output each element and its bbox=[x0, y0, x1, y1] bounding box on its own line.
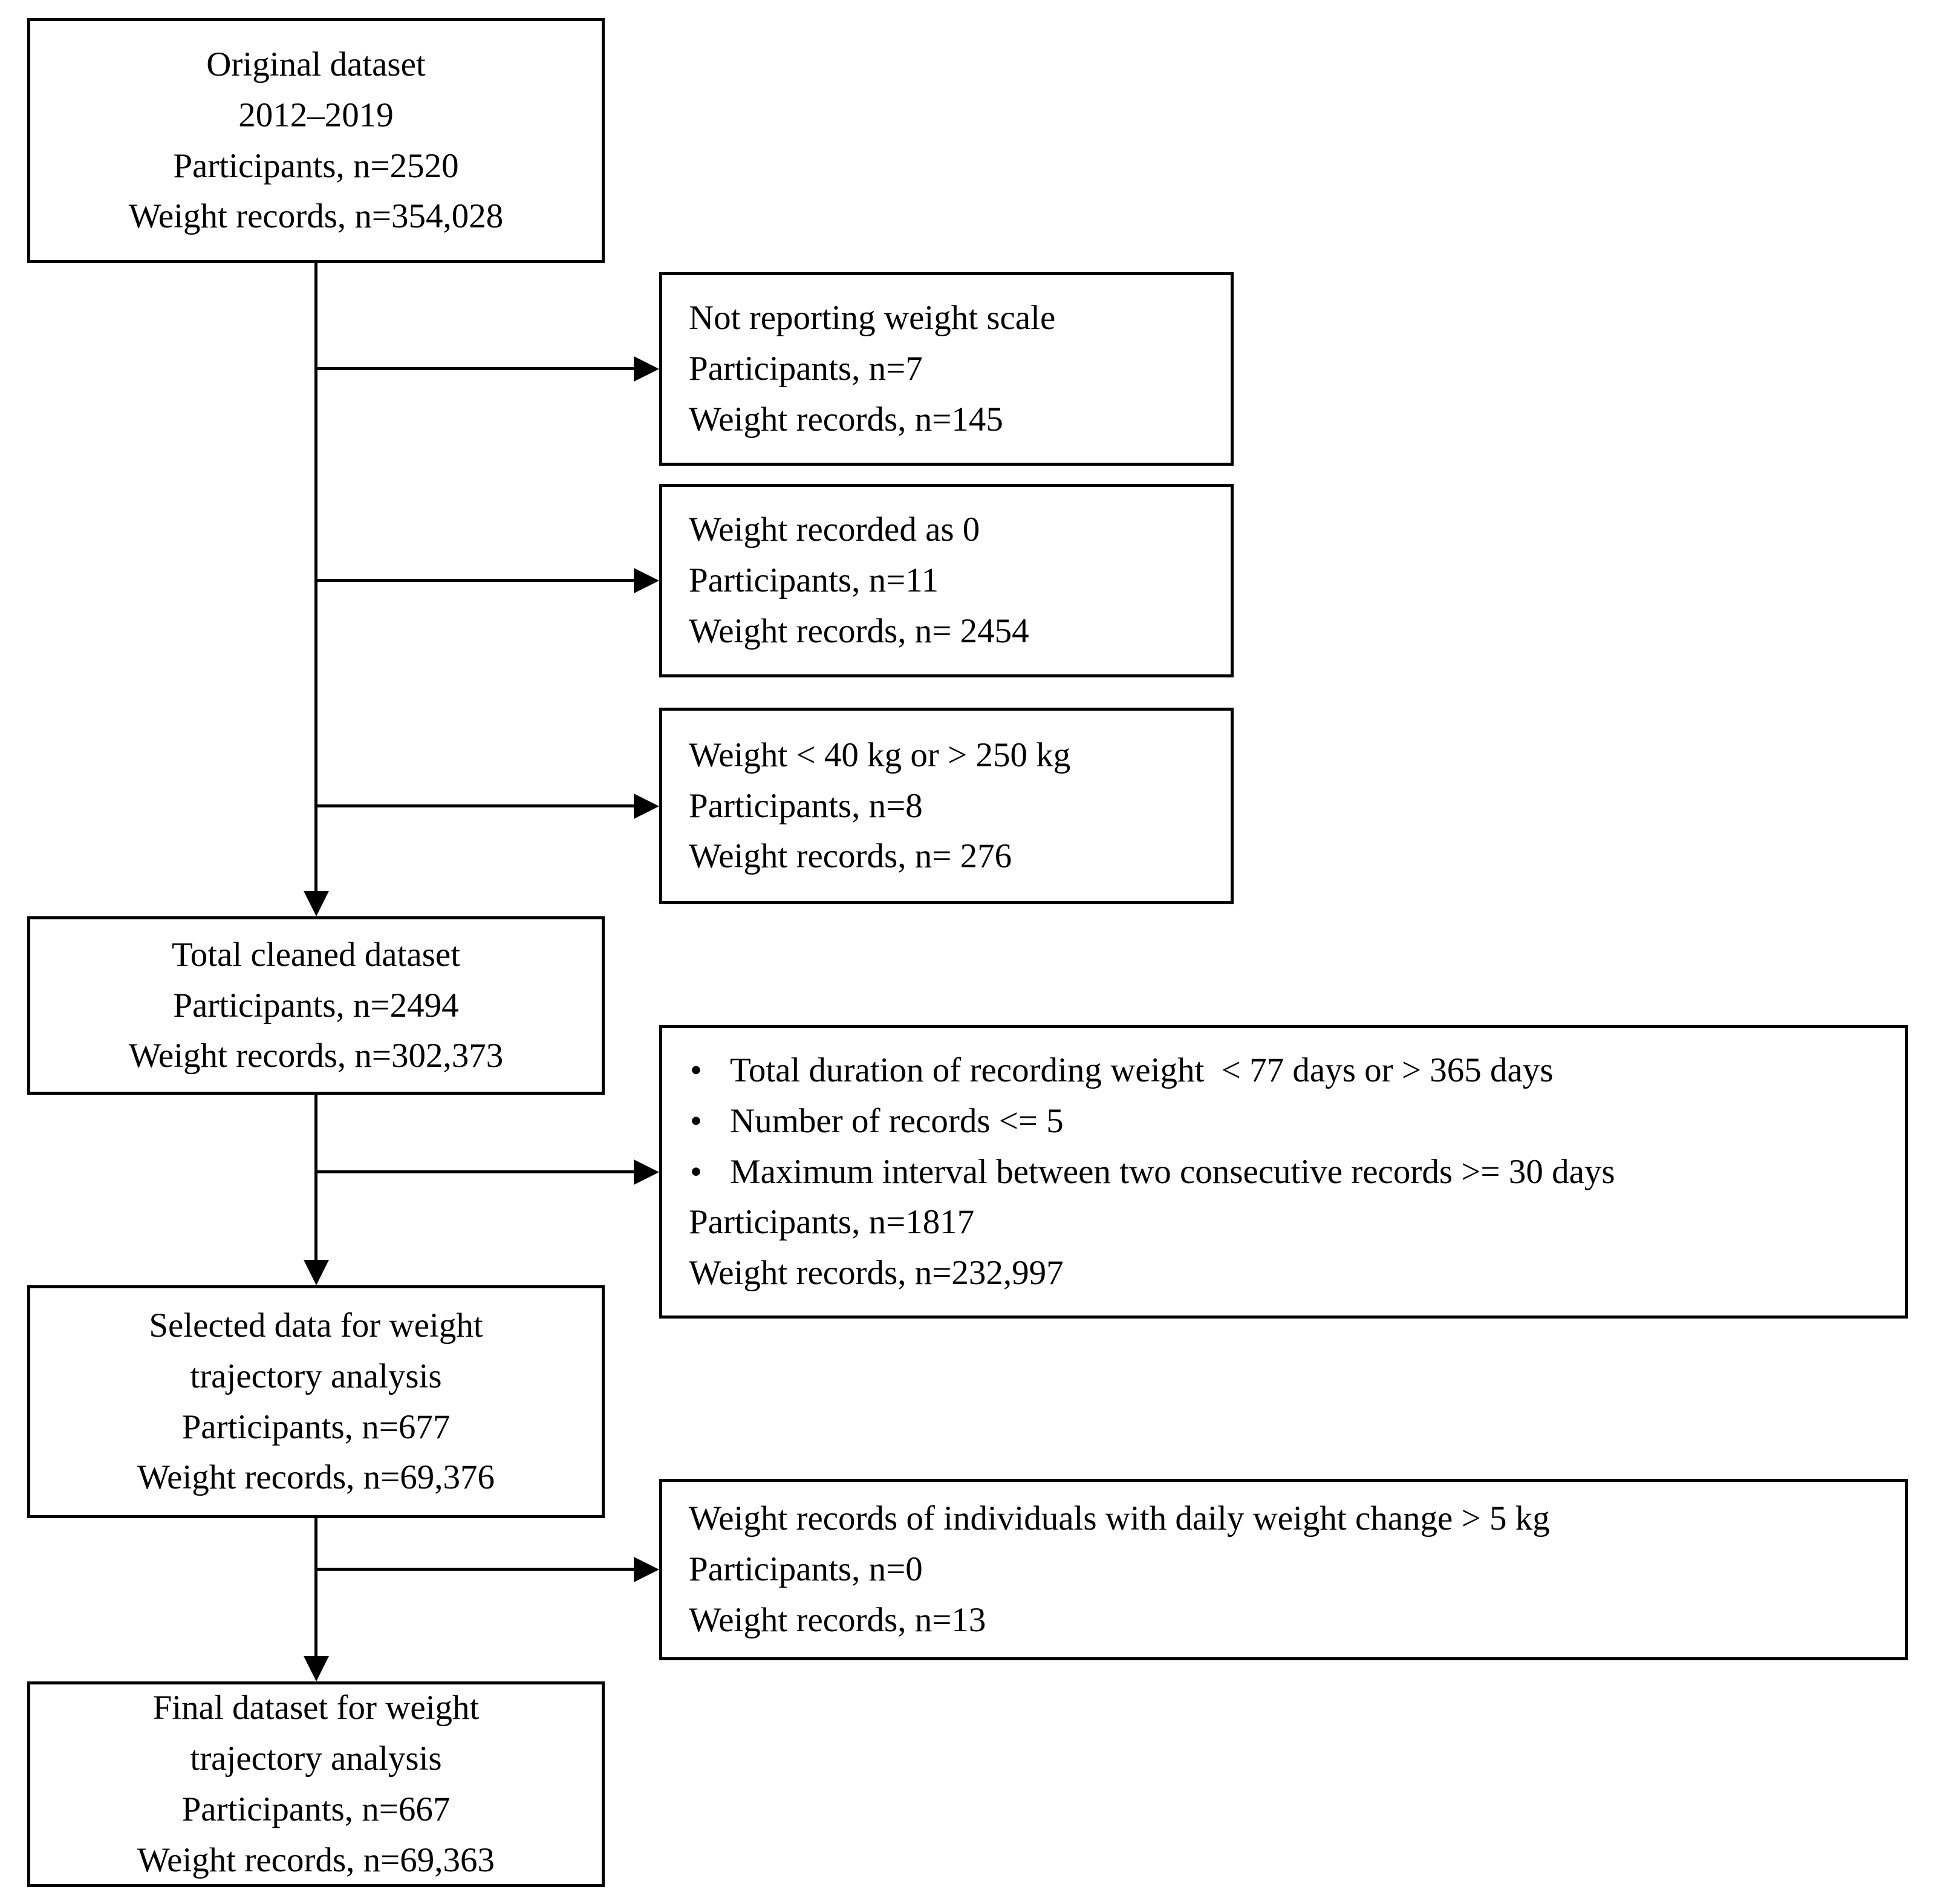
arrowhead-down-icon bbox=[304, 1656, 329, 1681]
connector-spine-2 bbox=[314, 1095, 317, 1261]
box-text-line: Weight records, n= 2454 bbox=[689, 611, 1029, 650]
box-text-line: Weight < 40 kg or > 250 kg bbox=[689, 735, 1071, 774]
box-text-line: trajectory analysis bbox=[190, 1357, 442, 1395]
arrowhead-right-icon bbox=[634, 356, 659, 382]
box-text-line: Participants, n=1817 bbox=[689, 1203, 975, 1242]
box-text-line: Participants, n=677 bbox=[181, 1407, 451, 1446]
box-text-line: Participants, n=11 bbox=[689, 561, 939, 600]
box-text-line: Weight recorded as 0 bbox=[689, 510, 980, 549]
box-text-line: Total cleaned dataset bbox=[171, 935, 461, 974]
box-original-dataset: Original dataset 2012–2019 Participants,… bbox=[27, 18, 605, 263]
box-text-line: Participants, n=2520 bbox=[173, 146, 459, 185]
connector-branch-not-reporting bbox=[314, 367, 635, 370]
criteria-bullet-item: • Maximum interval between two consecuti… bbox=[680, 1147, 1887, 1198]
box-text-line: Weight records, n=354,028 bbox=[128, 197, 504, 236]
box-text-line: Maximum interval between two consecutive… bbox=[730, 1152, 1615, 1191]
box-text-line: Original dataset bbox=[206, 45, 426, 83]
box-text-line: 2012–2019 bbox=[238, 96, 394, 134]
box-text-line: Number of records <= 5 bbox=[730, 1101, 1064, 1140]
box-total-cleaned-dataset: Total cleaned dataset Participants, n=24… bbox=[27, 916, 605, 1095]
box-text-line: Weight records, n=69,363 bbox=[137, 1840, 495, 1879]
criteria-bullet-item: • Total duration of recording weight < 7… bbox=[680, 1045, 1887, 1096]
connector-branch-weight-range bbox=[314, 804, 635, 807]
box-text-line: Participants, n=7 bbox=[689, 350, 923, 388]
arrowhead-right-icon bbox=[634, 794, 659, 819]
box-text-line: Not reporting weight scale bbox=[689, 299, 1056, 337]
box-text-line: Participants, n=8 bbox=[689, 786, 923, 825]
arrowhead-right-icon bbox=[634, 1557, 659, 1582]
box-exclusion-daily-change: Weight records of individuals with daily… bbox=[659, 1479, 1908, 1660]
connector-spine-1 bbox=[314, 263, 317, 892]
arrowhead-down-icon bbox=[304, 1260, 329, 1285]
box-text-line: Final dataset for weight bbox=[152, 1689, 480, 1727]
box-text-line: Weight records, n=232,997 bbox=[689, 1254, 1064, 1293]
bullet-icon: • bbox=[690, 1101, 702, 1140]
box-text-line: Participants, n=2494 bbox=[173, 986, 459, 1025]
connector-branch-daily-change bbox=[314, 1568, 635, 1571]
box-exclusion-weight-range: Weight < 40 kg or > 250 kg Participants,… bbox=[659, 708, 1234, 904]
box-text-line: Weight records, n=69,376 bbox=[137, 1458, 495, 1497]
criteria-bullet-item: • Number of records <= 5 bbox=[680, 1096, 1887, 1147]
box-selected-data: Selected data for weight trajectory anal… bbox=[27, 1285, 605, 1518]
connector-branch-weight-zero bbox=[314, 579, 635, 582]
box-exclusion-weight-zero: Weight recorded as 0 Participants, n=11 … bbox=[659, 484, 1234, 677]
box-text-line: trajectory analysis bbox=[190, 1739, 442, 1778]
bullet-icon: • bbox=[690, 1051, 702, 1090]
box-text-line: Weight records, n=145 bbox=[689, 400, 1003, 439]
box-text-line: Participants, n=0 bbox=[689, 1550, 923, 1589]
box-text-line: Selected data for weight bbox=[149, 1306, 483, 1345]
box-text-line: Weight records, n=13 bbox=[689, 1600, 986, 1639]
box-text-line: Weight records, n=302,373 bbox=[128, 1037, 504, 1075]
box-text-line: Total duration of recording weight < 77 … bbox=[730, 1051, 1554, 1090]
arrowhead-right-icon bbox=[634, 568, 659, 593]
bullet-icon: • bbox=[690, 1152, 702, 1191]
box-text-line: Weight records, n= 276 bbox=[689, 837, 1012, 876]
box-text-line: Weight records of individuals with daily… bbox=[689, 1499, 1550, 1538]
box-final-dataset: Final dataset for weight trajectory anal… bbox=[27, 1681, 605, 1887]
connector-spine-3 bbox=[314, 1518, 317, 1657]
box-exclusion-criteria: • Total duration of recording weight < 7… bbox=[659, 1025, 1908, 1319]
arrowhead-right-icon bbox=[634, 1159, 659, 1185]
box-text-line: Participants, n=667 bbox=[181, 1790, 451, 1828]
connector-branch-criteria bbox=[314, 1170, 635, 1173]
box-exclusion-not-reporting-scale: Not reporting weight scale Participants,… bbox=[659, 272, 1234, 466]
arrowhead-down-icon bbox=[304, 891, 329, 916]
